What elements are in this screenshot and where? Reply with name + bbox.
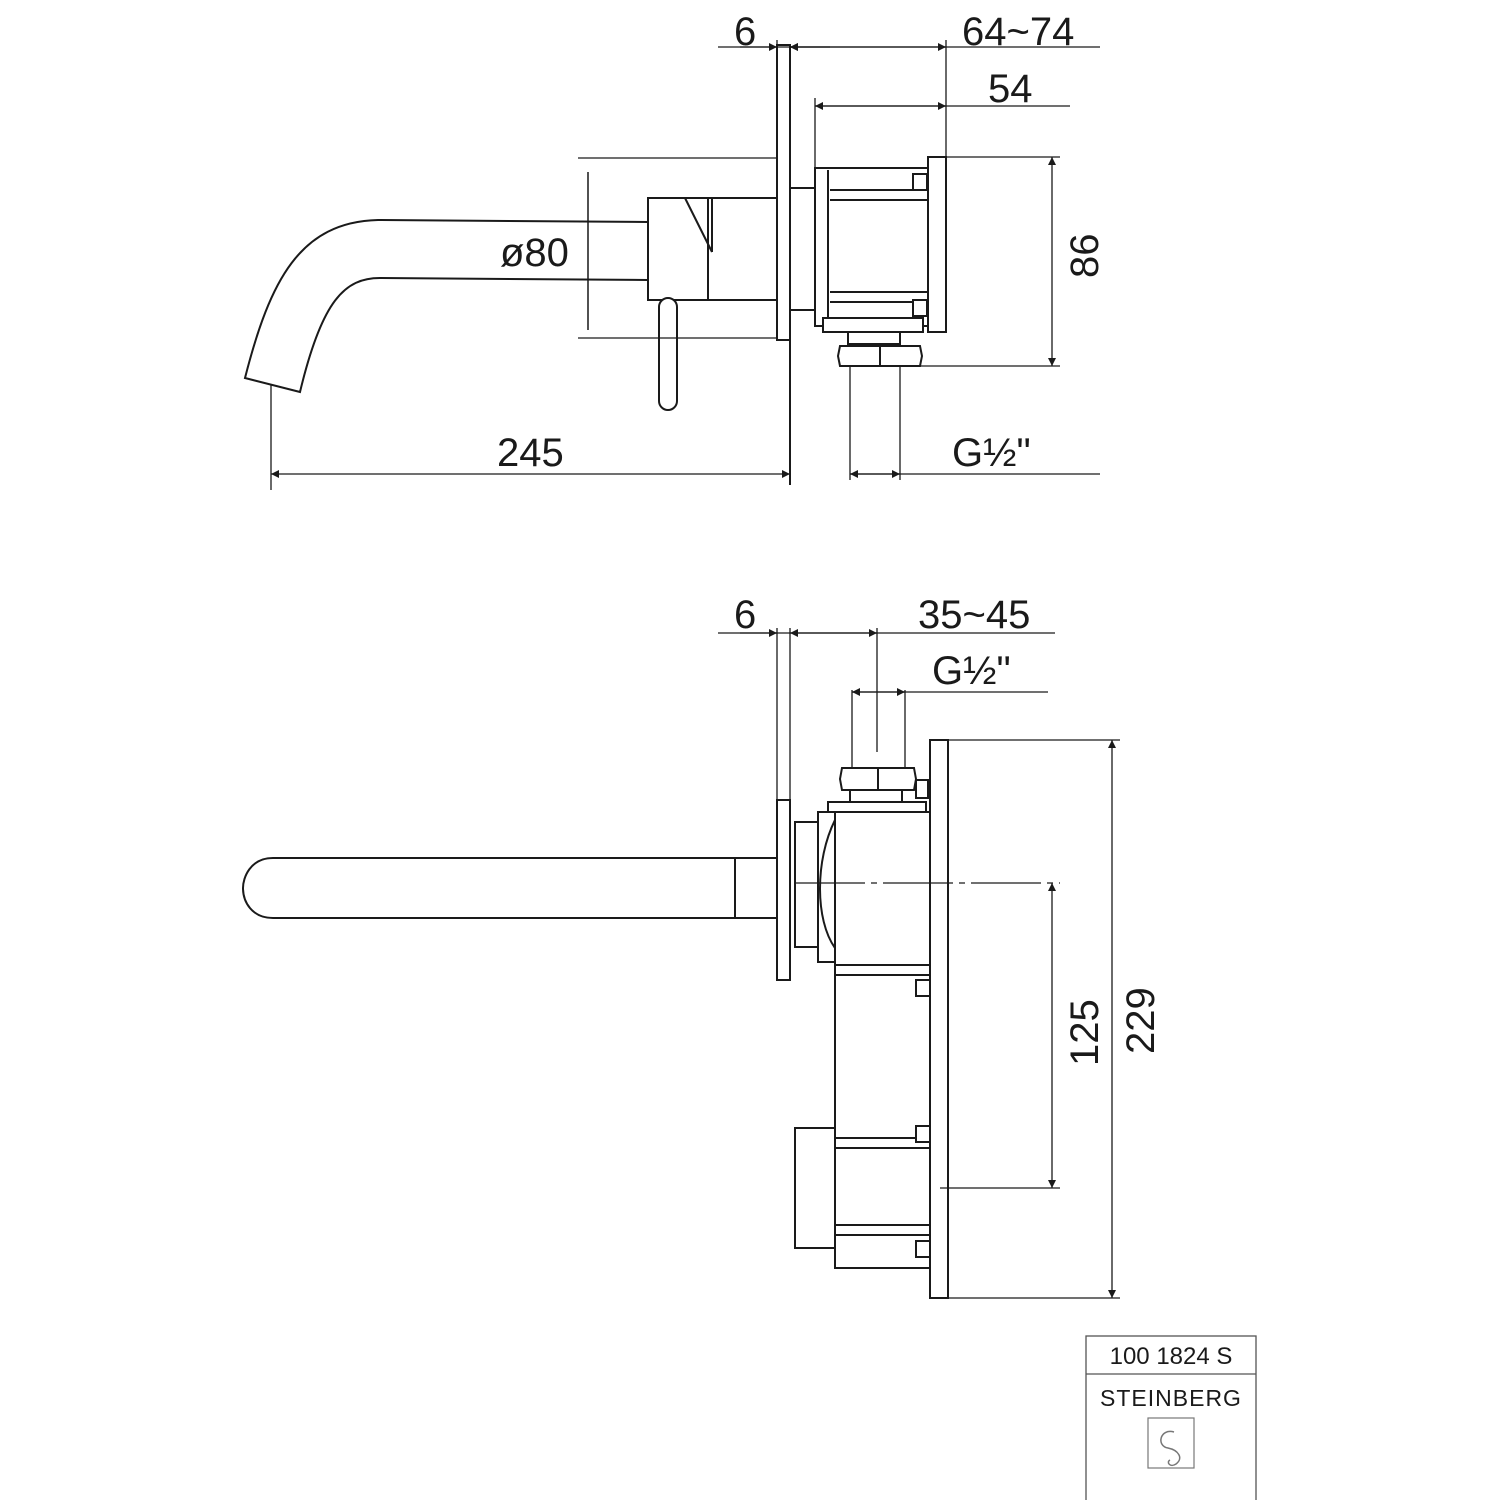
screw-1 (915, 979, 931, 997)
brand-name: STEINBERG (1100, 1385, 1242, 1411)
top-dim-plate: 6 (734, 10, 756, 54)
title-block-frame (1085, 1335, 1257, 1500)
mounting-plate-side (929, 739, 949, 1299)
wall-plate-side (776, 799, 791, 981)
side-dim-depth-range: 35~45 (918, 593, 1030, 637)
side-dim-total: 229 (1119, 987, 1163, 1054)
mixer-collar (707, 197, 778, 301)
screw-bottom (912, 299, 928, 317)
top-dim-thread: G½" (952, 431, 1031, 475)
top-flange (827, 801, 927, 813)
bottom-flange (822, 317, 924, 333)
dimension-arrows (271, 43, 1116, 1298)
lever-handle (658, 297, 678, 411)
screw-top-side (915, 779, 929, 799)
spout-side (241, 857, 736, 919)
body-curve (819, 819, 836, 949)
top-dim-diameter: ø80 (500, 231, 569, 275)
mixer-cylinder (647, 197, 709, 301)
nut-neck (847, 331, 901, 345)
spout-collar (734, 857, 778, 919)
lower-block (794, 1127, 836, 1249)
mounting-plate (927, 156, 947, 333)
nut-neck-side (849, 789, 903, 803)
steinberg-logo-icon (1147, 1417, 1195, 1469)
screw-top (912, 173, 928, 191)
top-dim-height: 86 (1063, 234, 1107, 279)
top-view (243, 40, 1100, 490)
side-dim-thread: G½" (932, 649, 1011, 693)
concealed-body (814, 167, 931, 327)
screw-2 (915, 1125, 931, 1143)
screw-3 (915, 1240, 931, 1258)
title-block: 100 1824 S STEINBERG (1085, 1335, 1257, 1500)
side-dim-center: 125 (1063, 999, 1107, 1066)
wall-plate (776, 44, 791, 341)
top-dim-body-depth: 54 (988, 67, 1033, 111)
top-dim-projection: 245 (497, 431, 564, 475)
top-dim-depth-range: 64~74 (962, 10, 1074, 54)
side-dim-plate: 6 (734, 593, 756, 637)
side-view (241, 628, 1120, 1299)
spout (243, 218, 649, 394)
article-number: 100 1824 S (1110, 1343, 1233, 1370)
lever-joint (684, 197, 713, 253)
